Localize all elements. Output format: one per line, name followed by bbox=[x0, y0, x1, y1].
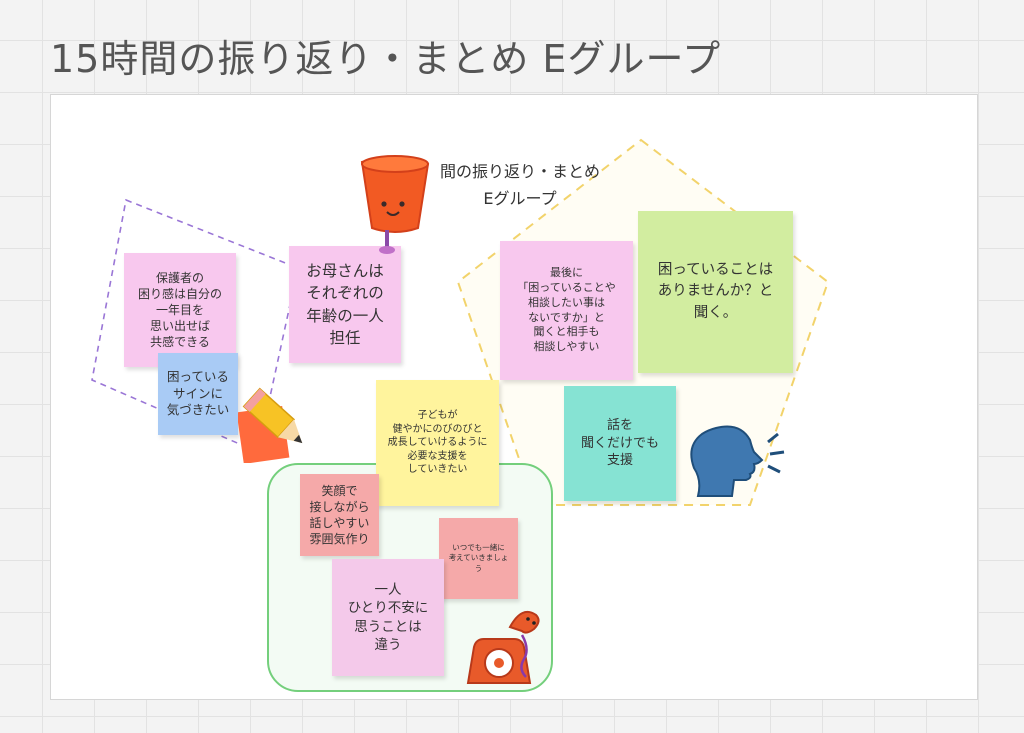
sticky-note-signs[interactable]: 困っている サインに 気づきたい bbox=[158, 353, 238, 435]
flowerpot-icon[interactable] bbox=[358, 152, 432, 262]
purple-dashed-frame[interactable] bbox=[91, 198, 299, 454]
speaking-head-icon[interactable] bbox=[688, 420, 788, 500]
telephone-icon[interactable] bbox=[464, 605, 548, 689]
sticky-note-smile[interactable]: 笑顔で 接しながら 話しやすい 雰囲気作り bbox=[300, 474, 379, 556]
sticky-note-together[interactable]: いつでも一緒に 考えていきましょう bbox=[439, 518, 518, 599]
pencil-icon[interactable] bbox=[238, 383, 322, 463]
frame-title: 間の振り返り・まとめ Eグループ bbox=[415, 158, 625, 212]
sticky-note-ask[interactable]: 困っていることは ありませんか？と 聞く。 bbox=[638, 211, 793, 373]
sticky-note-guardian[interactable]: 保護者の 困り感は自分の 一年目を 思い出せば 共感できる bbox=[124, 253, 236, 367]
sticky-note-growth[interactable]: 子どもが 健やかにのびのびと 成長していけるように 必要な支援を していきたい bbox=[376, 380, 499, 506]
frame-title-line1: 間の振り返り・まとめ bbox=[439, 162, 600, 181]
sticky-note-consult[interactable]: 最後に 「困っていることや 相談したい事は ないですか」と 聞くと相手も 相談し… bbox=[500, 241, 633, 380]
frame-title-line2: Eグループ bbox=[483, 189, 557, 208]
sticky-note-listen[interactable]: 話を 聞くだけでも 支援 bbox=[564, 386, 676, 501]
sticky-note-mother[interactable]: お母さんは それぞれの 年齢の一人 担任 bbox=[289, 246, 401, 363]
page-title: 15時間の振り返り・まとめ Eグループ bbox=[50, 37, 722, 81]
sticky-note-alone[interactable]: 一人 ひとり不安に 思うことは 違う bbox=[332, 559, 444, 676]
